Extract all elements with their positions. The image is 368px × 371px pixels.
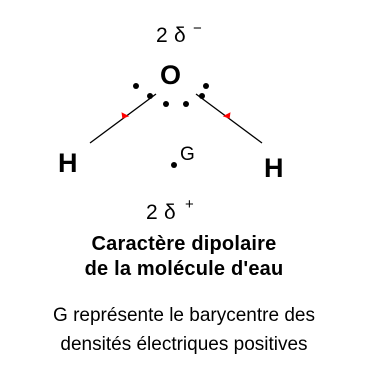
bond-line [195,93,263,144]
charge-top: 2 δ − [156,20,202,47]
electron-dots [133,83,209,107]
charge-top-coefficient: 2 [156,24,168,47]
hydrogen-left-atom: H [58,148,78,178]
barycenter-label: G [180,144,195,165]
charge-bottom-coefficient: 2 [146,201,158,224]
caption-description-line1: G représente le barycentre des [53,305,315,326]
charge-top-sign: − [193,20,202,37]
hydrogen-right-atom: H [264,153,284,183]
electron-dot [203,83,209,89]
charge-bottom: 2 δ + [146,196,194,224]
barycenter-dot [171,162,177,168]
oxygen-atom: O [160,60,181,90]
electron-dot [183,101,189,107]
bond-line [89,93,157,144]
bond-left [89,93,157,144]
caption-title-line1: Caractère dipolaire [91,233,277,255]
electron-dot [133,83,139,89]
charge-bottom-delta: δ [164,201,176,224]
caption-description-line2: densités électriques positives [60,334,308,355]
bond-arrow-icon [222,112,231,119]
charge-bottom-sign: + [185,196,194,213]
charge-top-delta: δ [174,24,186,47]
caption-title-line2: de la molécule d'eau [84,258,284,280]
electron-dot [163,101,169,107]
bond-arrow-icon [121,112,130,119]
bond-right [195,93,263,144]
